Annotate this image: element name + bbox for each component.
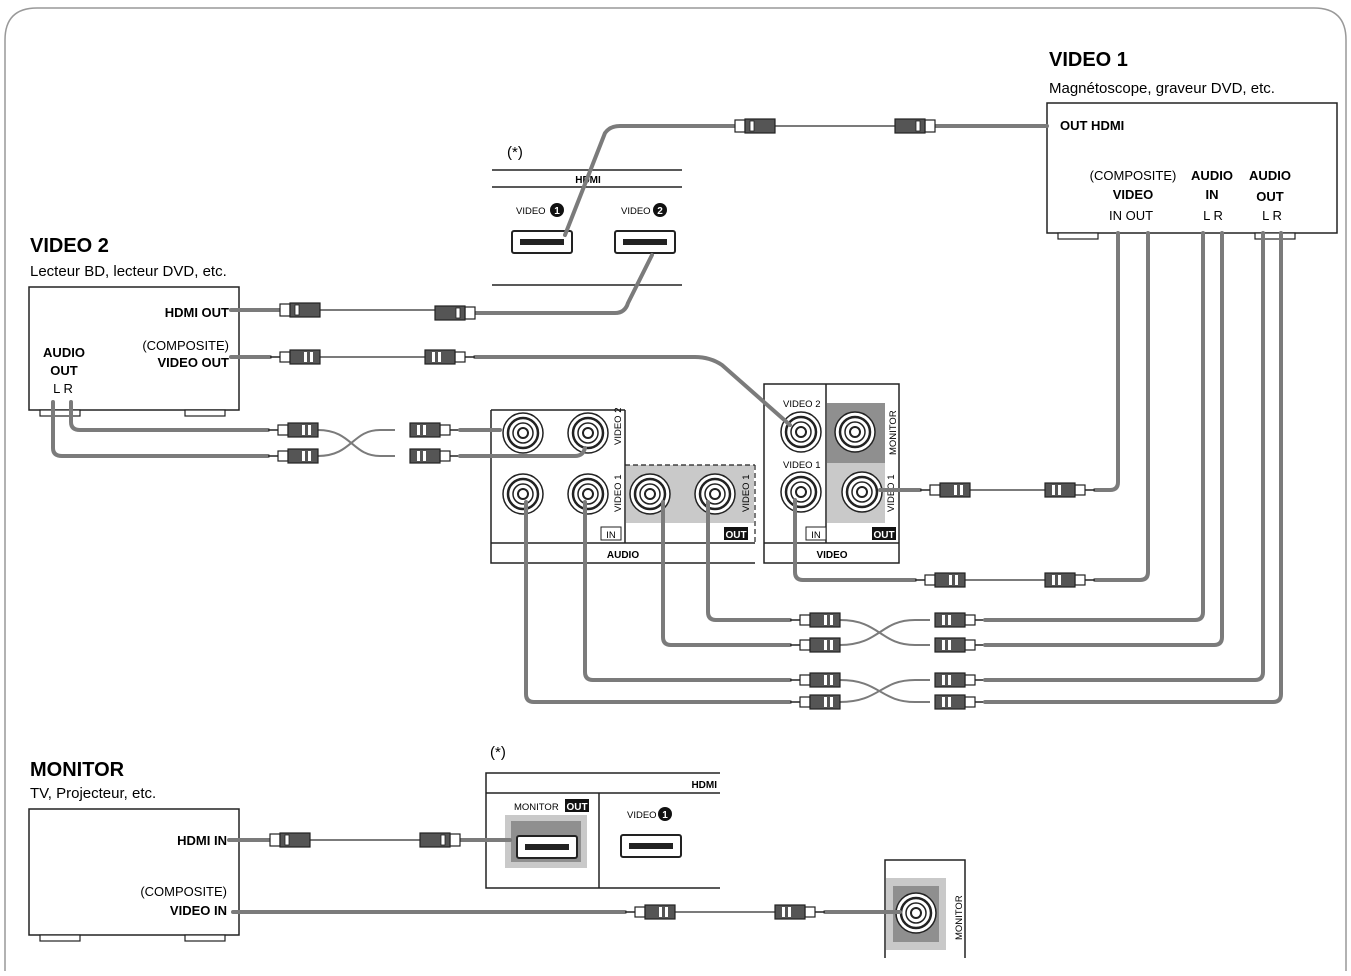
frame-border bbox=[4, 7, 1347, 971]
receiver-hdmi-panel-bottom: (*) HDMI MONITOR OUT VIDEO 1 bbox=[485, 744, 720, 889]
monitor-video-in-label: VIDEO IN bbox=[170, 903, 227, 918]
video-video2-in-jack[interactable] bbox=[779, 410, 823, 454]
receiver-monitor-composite-panel: MONITOR bbox=[884, 859, 966, 958]
cables bbox=[51, 118, 1283, 920]
monitor-title: MONITOR bbox=[30, 759, 125, 781]
hdmi-bottom-video1-label: VIDEO bbox=[627, 810, 657, 821]
video2-composite-label: (COMPOSITE) bbox=[142, 338, 229, 353]
video-video2-label: VIDEO 2 bbox=[783, 399, 821, 410]
audio-video1-in-r-jack[interactable] bbox=[566, 472, 610, 516]
audio-video1-side-label: VIDEO 1 bbox=[613, 475, 624, 513]
video1-audio-out-lr: L R bbox=[1262, 208, 1282, 223]
audio-video1-out-side-label: VIDEO 1 bbox=[741, 475, 752, 513]
monitor-device: MONITOR TV, Projecteur, etc. HDMI IN (CO… bbox=[28, 759, 240, 942]
monitor-composite-side-label: MONITOR bbox=[954, 895, 965, 940]
video1-device: VIDEO 1 Magnétoscope, graveur DVD, etc. … bbox=[1046, 49, 1338, 240]
video2-audio-out-label: OUT bbox=[50, 363, 78, 378]
monitor-subtitle: TV, Projecteur, etc. bbox=[30, 785, 156, 802]
asterisk-note-bottom: (*) bbox=[490, 744, 506, 761]
video1-composite-label: (COMPOSITE) bbox=[1090, 168, 1177, 183]
hdmi-video2-label: VIDEO bbox=[621, 206, 651, 217]
monitor-composite-jack[interactable] bbox=[894, 891, 938, 935]
hdmi-label-bottom: HDMI bbox=[691, 780, 717, 791]
hdmi-cable-video1-left bbox=[563, 124, 737, 237]
video1-audio-in-label-2: IN bbox=[1206, 187, 1219, 202]
hdmi-video1-label: VIDEO bbox=[516, 206, 546, 217]
video2-hdmi-out-label: HDMI OUT bbox=[165, 305, 229, 320]
audio-panel-label: AUDIO bbox=[607, 550, 639, 561]
video-video1-out-jack[interactable] bbox=[840, 470, 884, 514]
monitor-hdmi-in-label: HDMI IN bbox=[177, 833, 227, 848]
video-in-badge: IN bbox=[811, 530, 821, 541]
audio-video1-in-l-jack[interactable] bbox=[501, 472, 545, 516]
video2-video-out-label: VIDEO OUT bbox=[157, 355, 229, 370]
hdmi-video1-num: 1 bbox=[554, 206, 560, 217]
audio-in-badge: IN bbox=[606, 530, 616, 541]
video-panel-label: VIDEO bbox=[816, 550, 847, 561]
audio-video1-out-r-jack[interactable] bbox=[693, 472, 737, 516]
video-monitor-out-jack[interactable] bbox=[833, 410, 877, 454]
video1-title: VIDEO 1 bbox=[1049, 49, 1128, 71]
audio-video2-l-jack[interactable] bbox=[501, 411, 545, 455]
audio-video2-r-jack[interactable] bbox=[566, 411, 610, 455]
hdmi-bottom-video1-num: 1 bbox=[662, 810, 668, 821]
asterisk-note-top: (*) bbox=[507, 144, 523, 161]
hdmi-monitor-out-badge: OUT bbox=[566, 802, 587, 813]
hdmi-monitor-label: MONITOR bbox=[514, 802, 559, 813]
video2-title: VIDEO 2 bbox=[30, 235, 109, 257]
audio-video2-side-label: VIDEO 2 bbox=[613, 408, 624, 446]
video2-audio-lr: L R bbox=[53, 381, 73, 396]
monitor-composite-label: (COMPOSITE) bbox=[140, 884, 227, 899]
receiver-hdmi-panel-top: (*) HDMI VIDEO 1 VIDEO 2 bbox=[492, 144, 682, 286]
video1-audio-in-label-1: AUDIO bbox=[1191, 168, 1233, 183]
video1-video-label: VIDEO bbox=[1113, 187, 1153, 202]
video1-audio-out-label-1: AUDIO bbox=[1249, 168, 1291, 183]
hdmi-video2-num: 2 bbox=[657, 206, 663, 217]
receiver-audio-panel: VIDEO 2 VIDEO 1 VIDEO 1 IN OUT AUDIO bbox=[490, 408, 756, 564]
video1-subtitle: Magnétoscope, graveur DVD, etc. bbox=[1049, 80, 1275, 97]
video1-audio-out-label-2: OUT bbox=[1256, 189, 1284, 204]
video1-audio-in-lr: L R bbox=[1203, 208, 1223, 223]
hdmi-bottom-video1-port[interactable] bbox=[620, 834, 682, 858]
video-video1-label: VIDEO 1 bbox=[783, 460, 821, 471]
hdmi-video2-port[interactable] bbox=[614, 230, 676, 254]
video-out-badge: OUT bbox=[873, 530, 894, 541]
hdmi-monitor-out-port[interactable] bbox=[516, 835, 578, 859]
receiver-video-panel: VIDEO 2 VIDEO 1 MONITOR VIDEO 1 IN OUT V… bbox=[763, 383, 900, 564]
video-monitor-side-label: MONITOR bbox=[888, 410, 899, 455]
audio-out-badge: OUT bbox=[725, 530, 746, 541]
video1-in-out-label: IN OUT bbox=[1109, 208, 1153, 223]
video-video1-out-side-label: VIDEO 1 bbox=[886, 475, 897, 513]
composite-cable-video2 bbox=[473, 355, 792, 427]
hdmi-cable-video2 bbox=[473, 253, 654, 315]
video1-out-hdmi-label: OUT HDMI bbox=[1060, 118, 1124, 133]
video-video1-in-jack[interactable] bbox=[779, 470, 823, 514]
video2-device: VIDEO 2 Lecteur BD, lecteur DVD, etc. HD… bbox=[28, 235, 240, 417]
video2-subtitle: Lecteur BD, lecteur DVD, etc. bbox=[30, 263, 227, 280]
video2-audio-label: AUDIO bbox=[43, 345, 85, 360]
hdmi-video1-port[interactable] bbox=[511, 230, 573, 254]
